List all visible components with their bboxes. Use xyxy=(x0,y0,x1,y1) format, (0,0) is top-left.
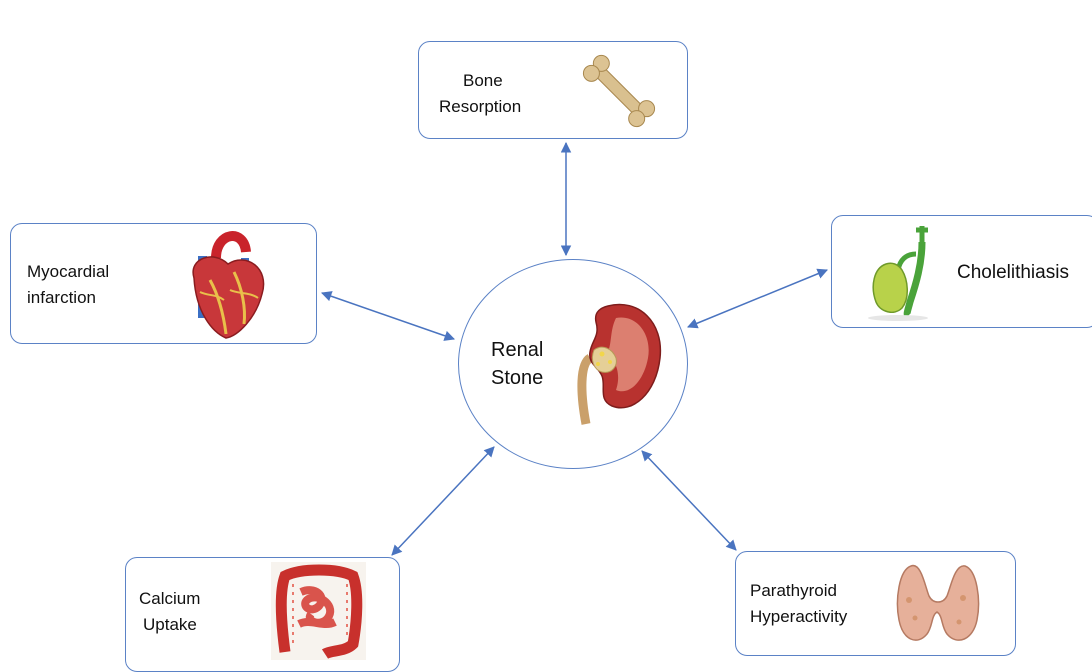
node-parathyroid-label: Parathyroid Hyperactivity xyxy=(750,578,847,630)
arrow-calcium xyxy=(392,447,494,555)
center-renal-stone: Renal Stone xyxy=(458,259,688,469)
node-myocardial-infarction: Myocardial infarction xyxy=(10,223,317,344)
arrow-myocardial xyxy=(322,293,454,339)
node-calcium-uptake: Calcium Uptake xyxy=(125,557,400,672)
node-calcium-label: Calcium Uptake xyxy=(139,586,200,638)
intestine-icon xyxy=(271,562,366,660)
node-cholelithiasis: Cholelithiasis xyxy=(831,215,1092,328)
node-myocardial-label: Myocardial infarction xyxy=(27,259,109,311)
thyroid-icon xyxy=(893,560,983,646)
gallbladder-icon xyxy=(864,224,934,322)
kidney-icon xyxy=(572,302,662,430)
center-label: Renal Stone xyxy=(491,336,543,392)
node-cholelithiasis-label: Cholelithiasis xyxy=(957,260,1069,286)
bone-icon xyxy=(574,46,664,136)
node-bone-resorption: Bone Resorption xyxy=(418,41,688,139)
arrow-parathyroid xyxy=(642,451,736,550)
heart-icon xyxy=(186,228,271,340)
node-parathyroid-hyperactivity: Parathyroid Hyperactivity xyxy=(735,551,1016,656)
arrow-cholelithiasis xyxy=(688,270,827,327)
node-bone-label: Bone Resorption xyxy=(439,68,521,120)
